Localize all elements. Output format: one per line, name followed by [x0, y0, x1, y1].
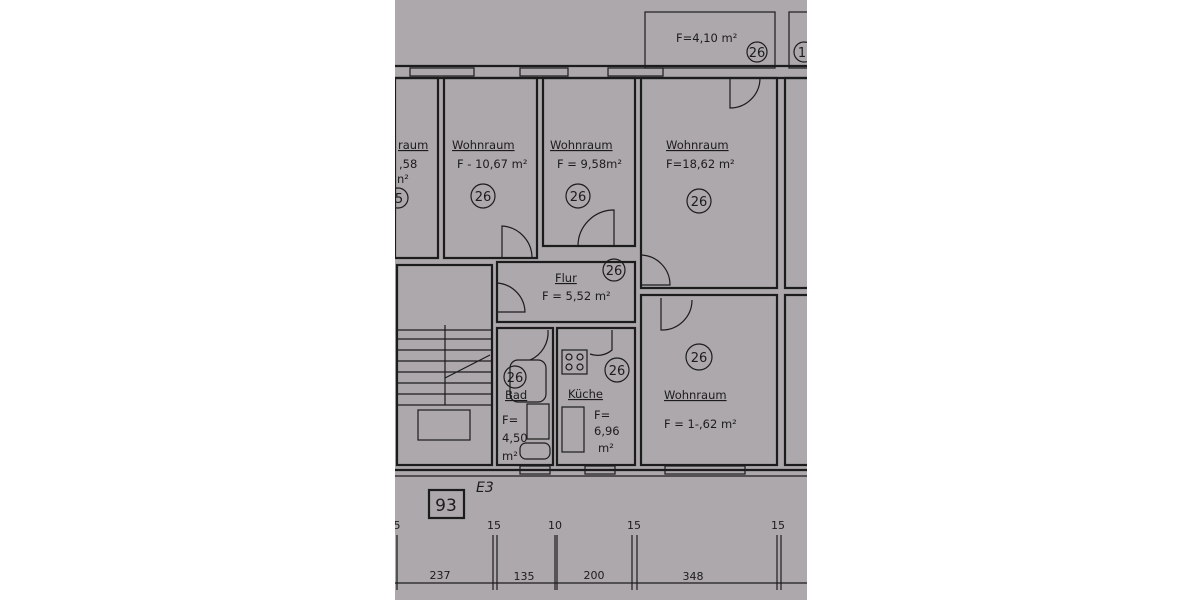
- room-number: 26: [609, 364, 626, 379]
- room-name: Wohnraum: [550, 138, 613, 152]
- balcony: [644, 11, 776, 69]
- room-name: Wohnraum: [452, 138, 515, 152]
- room-area: m²: [502, 449, 518, 463]
- bathtub-icon: [509, 359, 547, 403]
- rooms: [395, 76, 807, 467]
- unit-number-box: [427, 488, 466, 520]
- room-area: F=: [594, 408, 610, 422]
- room-area: ,58: [399, 157, 417, 171]
- dimension-chain: [395, 535, 807, 590]
- balcony-area: F=4,10 m²: [676, 31, 737, 45]
- room-area: F=18,62 m²: [666, 157, 735, 171]
- room-name: Wohnraum: [664, 388, 727, 402]
- wall-dimension: 5: [395, 519, 401, 532]
- room-name: Wohnraum: [666, 138, 729, 152]
- floor-plan-photo: F=4,10 m² 26 1: [395, 0, 807, 600]
- sink-icon: [561, 406, 585, 453]
- floor-plan: F=4,10 m² 26 1: [395, 11, 807, 590]
- room-area: F=: [502, 413, 518, 427]
- room-number-circle: [793, 41, 807, 63]
- windows: [409, 67, 746, 475]
- washbasin-icon: [526, 403, 550, 440]
- span-dimension: 348: [683, 570, 704, 583]
- wall-dimension: 15: [771, 519, 785, 532]
- room-area: m²: [598, 441, 614, 455]
- axis-label: E3: [476, 480, 494, 496]
- room-area: F = 1-,62 m²: [664, 417, 737, 431]
- room-number: 26: [606, 264, 623, 279]
- room-number-circle: [746, 41, 768, 63]
- room-area: F = 9,58m²: [557, 157, 622, 171]
- wall-dimension: 15: [487, 519, 501, 532]
- room-name: Küche: [568, 387, 603, 401]
- span-dimension: 200: [584, 569, 605, 582]
- room-number: 5: [395, 192, 403, 207]
- room-area: 4,50: [502, 431, 528, 445]
- door-swings: [496, 77, 761, 361]
- balcony-number: 26: [749, 46, 766, 61]
- room-name: Bad: [505, 388, 527, 402]
- room-area: 6,96: [594, 424, 620, 438]
- room-number: 26: [507, 371, 524, 386]
- wall-dimension: 15: [627, 519, 641, 532]
- room-name: Flur: [555, 271, 577, 285]
- room-number: 26: [570, 190, 587, 205]
- span-dimension: 237: [430, 569, 451, 582]
- room-area: F = 5,52 m²: [542, 289, 611, 303]
- unit-number: 93: [435, 496, 457, 516]
- neighbor-number: 1: [798, 46, 806, 61]
- room-number: 26: [691, 351, 708, 366]
- room-number: 26: [475, 190, 492, 205]
- wall-dimension: 10: [548, 519, 562, 532]
- toilet-icon: [519, 442, 551, 460]
- stove-icon: [561, 349, 588, 375]
- span-dimension: 135: [514, 570, 535, 583]
- room-name: raum: [398, 138, 428, 152]
- room-area-unit: n²: [397, 172, 409, 186]
- room-area: F - 10,67 m²: [457, 157, 527, 171]
- neighbor-balcony: [788, 11, 807, 69]
- fixtures: [509, 349, 588, 460]
- room-number: 26: [691, 195, 708, 210]
- staircase: [397, 325, 492, 441]
